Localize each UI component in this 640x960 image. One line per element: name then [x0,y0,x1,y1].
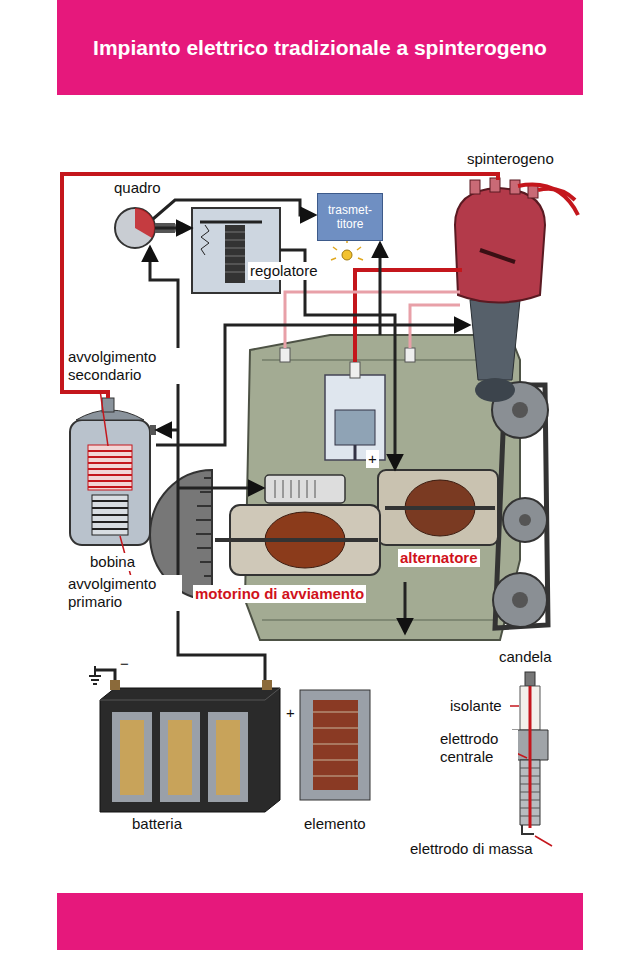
part-label: + [366,450,379,468]
part-label: spinterogeno [465,150,556,168]
battery [100,680,280,812]
part-label: elemento [302,815,368,833]
regulator [192,208,280,293]
distributor [455,178,578,402]
title-band [57,0,583,95]
title-text: Impianto elettrico tradizionale a spinte… [57,0,583,95]
battery-cell [300,690,370,800]
part-label: batteria [130,815,184,833]
alternator [378,470,498,545]
part-label: quadro [112,179,163,197]
warning-lamp [331,238,363,260]
part-label: alternatore [398,549,480,567]
part-label: elettrodo centrale [438,730,518,766]
leader-lines [100,390,552,846]
pulleys-belt [492,382,548,628]
part-label: + [284,704,297,722]
transmitter-box: trasmet- titore [317,193,383,241]
wiring [62,174,498,684]
starter-motor [150,470,380,600]
part-label: isolante [448,697,504,715]
node-text-group: trasmet- titore [318,201,382,233]
part-label: avvolgimento primario [66,575,182,611]
part-label: bobina [88,553,137,571]
part-label: candela [497,648,554,666]
part-label: elettrodo di massa [408,840,535,858]
part-label: motorino di avviamento [193,585,366,603]
part-label: regolatore [248,262,320,280]
part-label: − [118,655,131,673]
ignition-coil [70,398,156,545]
bottom-band [57,893,583,950]
part-label: avvolgimento secondario [66,348,182,384]
node-text: trasmet- titore [318,201,382,233]
